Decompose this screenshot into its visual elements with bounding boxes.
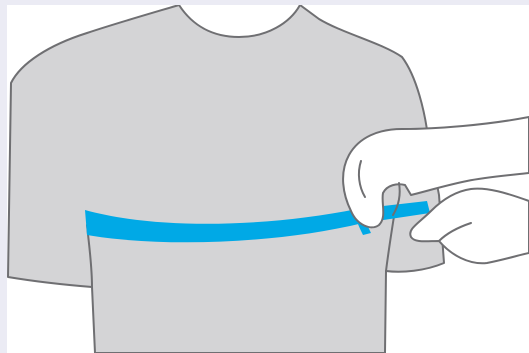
illustration-frame [7,5,529,353]
chest-measurement-illustration [7,5,529,353]
